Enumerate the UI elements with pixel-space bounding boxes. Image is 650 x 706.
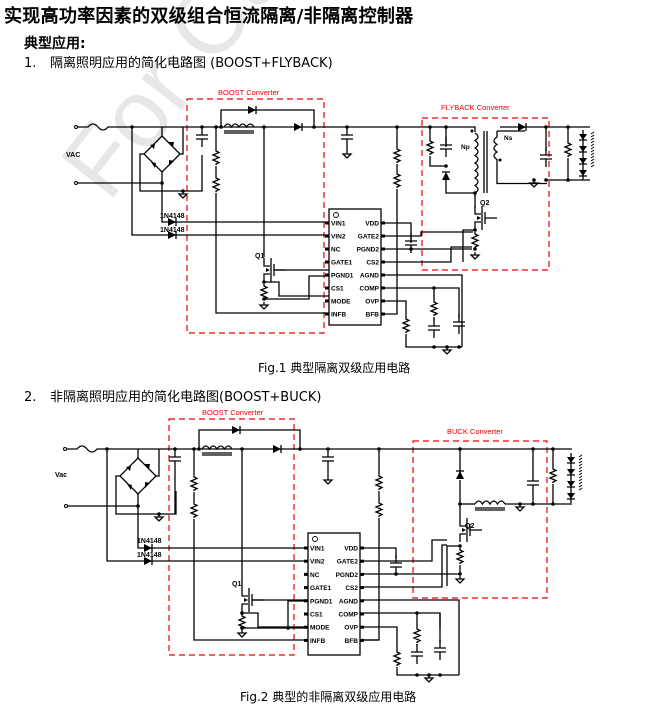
q1-label: Q1 bbox=[255, 253, 264, 260]
diode-1n4148-2: 1N4148 bbox=[160, 227, 185, 234]
ic-pin-vin1 bbox=[304, 546, 308, 550]
ic-pin-vin2 bbox=[304, 559, 308, 563]
vac-label-2: Vac bbox=[55, 472, 67, 479]
ic-pin-label-cs1: CS1 bbox=[310, 612, 323, 619]
fig2-schematic: BOOST Converter BUCK Converter Vac 1N414… bbox=[55, 408, 583, 683]
diode-1n4148-1: 1N4148 bbox=[160, 213, 185, 220]
ic-pin-pgnd1 bbox=[304, 599, 308, 603]
list-item-1: 1. 隔离照明应用的简化电路图 (BOOST+FLYBACK) bbox=[24, 52, 333, 71]
ic-pin-label-comp: COMP bbox=[339, 612, 359, 619]
ic-pin-pgnd1 bbox=[325, 273, 329, 277]
diode-1n4148-3: 1N4148 bbox=[137, 538, 162, 545]
ic-pin-label-mode: MODE bbox=[331, 299, 351, 306]
item-number: 1. bbox=[24, 56, 37, 71]
ic-pin-label-pgnd1: PGND1 bbox=[310, 598, 333, 605]
ic-pin-label-vdd: VDD bbox=[344, 546, 358, 553]
ic-pin-comp bbox=[360, 612, 364, 616]
ic-pin-label-ovp: OVP bbox=[344, 625, 358, 632]
diode-1n4148-4: 1N4148 bbox=[137, 552, 162, 559]
ic-pin-nc bbox=[325, 247, 329, 251]
section-heading: 典型应用: bbox=[24, 36, 86, 52]
ic-pin-infb bbox=[304, 638, 308, 642]
ic-pin-infb bbox=[325, 312, 329, 316]
buck-converter-label: BUCK Converter bbox=[447, 427, 503, 436]
list-item-2: 2. 非隔离照明应用的简化电路图(BOOST+BUCK) bbox=[24, 386, 321, 405]
q2-label: Q2 bbox=[480, 200, 489, 207]
flyback-converter-label: FLYBACK Converter bbox=[441, 103, 510, 112]
ic-pin-label-nc: NC bbox=[331, 247, 341, 254]
np-label: Np bbox=[461, 144, 470, 151]
ns-label: Ns bbox=[504, 135, 513, 142]
ic-pin-gate1 bbox=[325, 260, 329, 264]
ic-pin-vin1 bbox=[325, 221, 329, 225]
buck-converter-box bbox=[412, 440, 548, 599]
ic-pin-nc bbox=[304, 572, 308, 576]
ic-pin-label-vdd: VDD bbox=[365, 221, 379, 228]
q2-label-2: Q2 bbox=[465, 523, 474, 530]
ic-pin-label-agnd: AGND bbox=[339, 598, 358, 605]
ic-pin-gate1 bbox=[304, 586, 308, 590]
ic-pin-mode bbox=[325, 299, 329, 303]
controller-ic-1 bbox=[328, 208, 382, 326]
ic-pin-label-bfb: BFB bbox=[366, 312, 380, 319]
ic-pin-label-agnd: AGND bbox=[360, 273, 379, 280]
ic-pin-label-bfb: BFB bbox=[345, 638, 359, 645]
ic-pin-label-ovp: OVP bbox=[365, 299, 379, 306]
ic-pin-vin2 bbox=[325, 234, 329, 238]
ic-pin-label-vin2: VIN2 bbox=[310, 559, 325, 566]
ic-pin-label-gate2: GATE2 bbox=[337, 559, 359, 566]
ic-pin-label-pgnd1: PGND1 bbox=[331, 273, 354, 280]
item-number: 2. bbox=[24, 390, 37, 405]
ic-pin-label-gate1: GATE1 bbox=[310, 585, 332, 592]
fig1-caption: Fig.1 典型隔离双级应用电路 bbox=[258, 361, 411, 375]
ic-pin-label-mode: MODE bbox=[310, 625, 330, 632]
fig2-caption: Fig.2 典型的非隔离双级应用电路 bbox=[240, 690, 417, 704]
ic-pin-label-infb: INFB bbox=[310, 638, 325, 645]
ic-pin-label-nc: NC bbox=[310, 572, 320, 579]
ic-pin-cs1 bbox=[304, 612, 308, 616]
item-text: 隔离照明应用的简化电路图 (BOOST+FLYBACK) bbox=[50, 56, 333, 71]
vac-label: VAC bbox=[66, 152, 80, 159]
ic-pin-cs1 bbox=[325, 286, 329, 290]
boost-converter-label: BOOST Converter bbox=[218, 88, 280, 97]
ic-pin-label-pgnd2: PGND2 bbox=[336, 572, 359, 579]
ic-pin-label-vin1: VIN1 bbox=[310, 546, 325, 553]
ic-pin-label-infb: INFB bbox=[331, 312, 346, 319]
ic-pin-label-cs2: CS2 bbox=[366, 260, 379, 267]
ic-pin-label-comp: COMP bbox=[360, 286, 380, 293]
ic-pin-label-vin2: VIN2 bbox=[331, 234, 346, 241]
controller-ic-2 bbox=[307, 532, 361, 656]
item-text: 非隔离照明应用的简化电路图(BOOST+BUCK) bbox=[50, 390, 322, 405]
q1-label-2: Q1 bbox=[232, 581, 241, 588]
ic-pin-label-pgnd2: PGND2 bbox=[357, 247, 380, 254]
ic-pin-label-cs1: CS1 bbox=[331, 286, 344, 293]
ic-pin-agnd bbox=[360, 599, 364, 603]
ic-pin-label-vin1: VIN1 bbox=[331, 221, 346, 228]
flyback-converter-box bbox=[421, 117, 550, 271]
boost-converter-box bbox=[186, 98, 325, 334]
document-title: 实现高功率因素的双级组合恒流隔离/非隔离控制器 bbox=[4, 6, 414, 27]
ic-pin-mode bbox=[304, 625, 308, 629]
boost-converter-label-2: BOOST Converter bbox=[202, 408, 264, 417]
ic-pin-label-cs2: CS2 bbox=[345, 585, 358, 592]
boost-converter-box-2 bbox=[168, 418, 295, 656]
ic-pin-label-gate1: GATE1 bbox=[331, 260, 353, 267]
ic-pin-label-gate2: GATE2 bbox=[358, 234, 380, 241]
fig1-schematic: BOOST Converter FLYBACK Converter VAC 1N… bbox=[66, 88, 595, 355]
